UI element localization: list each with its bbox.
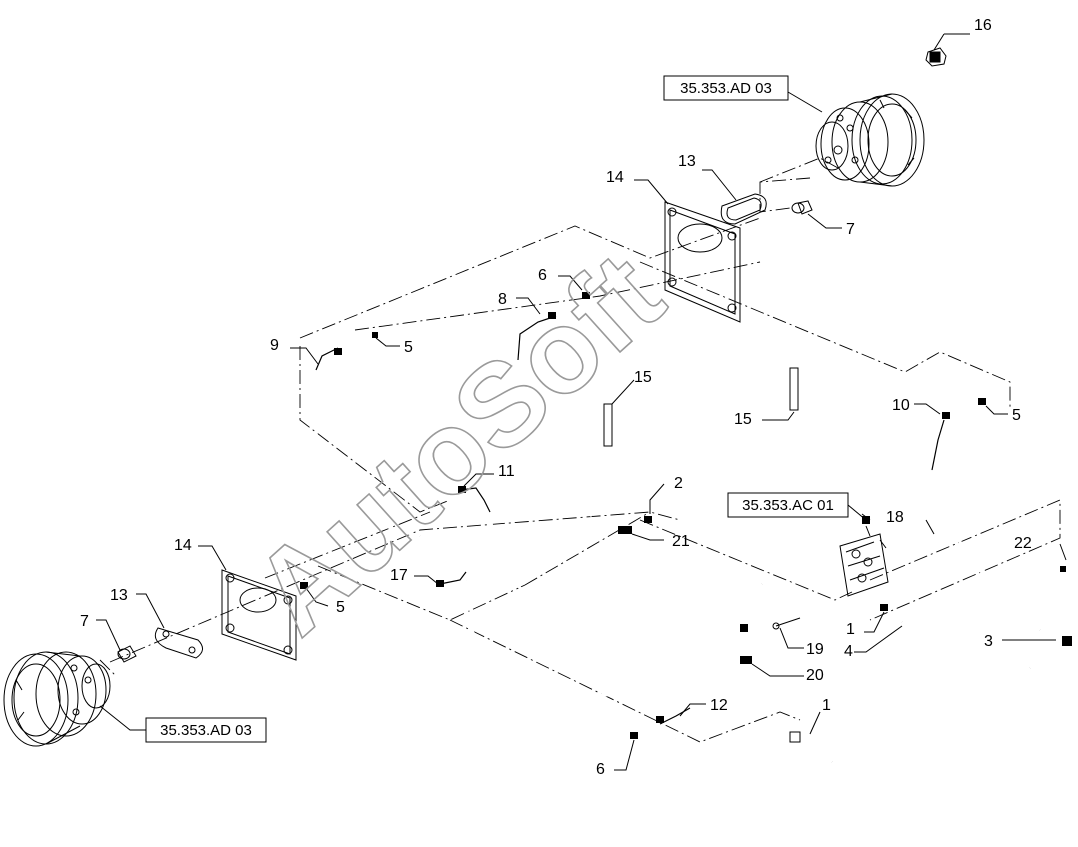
ref-label: 35.353.AC 01 (742, 497, 834, 514)
callout-6: 6 (596, 761, 605, 778)
flange-plate-part-14-top[interactable] (664, 201, 741, 323)
callout-12: 12 (710, 697, 728, 714)
hydraulic-motor-bottom[interactable] (3, 651, 111, 747)
bolt-part-19[interactable] (772, 617, 801, 630)
gasket-part-13-top[interactable] (720, 193, 767, 225)
callout-7: 7 (80, 613, 89, 630)
leader-lines (96, 33, 1067, 771)
callout-16: 16 (974, 17, 992, 34)
callout-5: 5 (1012, 407, 1021, 424)
callout-1: 1 (822, 697, 831, 714)
callout-1: 1 (846, 621, 855, 638)
ref-label: 35.353.AD 03 (160, 722, 252, 739)
ref-label: 35.353.AD 03 (680, 80, 772, 97)
callout-14: 14 (606, 169, 624, 186)
callout-5: 5 (336, 599, 345, 616)
callout-21: 21 (672, 533, 690, 550)
callout-2: 2 (674, 475, 683, 492)
callout-7: 7 (846, 221, 855, 238)
callout-numbers: 16 13 14 7 6 8 9 5 15 15 10 5 11 2 21 18… (80, 17, 1032, 778)
callout-17: 17 (390, 567, 408, 584)
cap-part-16[interactable] (925, 47, 947, 67)
hydraulic-hoses (314, 315, 1041, 828)
callout-15: 15 (634, 369, 652, 386)
callout-15: 15 (734, 411, 752, 428)
callout-13: 13 (678, 153, 696, 170)
fitting-part-7-bottom[interactable] (117, 645, 137, 663)
callout-22: 22 (1014, 535, 1032, 552)
callout-11: 11 (498, 463, 515, 480)
callout-13: 13 (110, 587, 128, 604)
gasket-part-13-bottom[interactable] (154, 627, 203, 659)
valve-block[interactable] (839, 525, 889, 597)
callout-20: 20 (806, 667, 824, 684)
small-fittings (300, 292, 1072, 743)
callout-8: 8 (498, 291, 507, 308)
hydraulic-motor-top[interactable] (815, 93, 925, 187)
ref-box-bottom-left[interactable]: 35.353.AD 03 (145, 717, 267, 743)
ref-box-middle[interactable]: 35.353.AC 01 (727, 492, 867, 521)
assembly-centerlines (99, 157, 1061, 743)
watermark-text: AutoSoft (229, 228, 687, 659)
callout-14: 14 (174, 537, 192, 554)
callout-5: 5 (404, 339, 413, 356)
callout-18: 18 (886, 509, 904, 526)
callout-10: 10 (892, 397, 910, 414)
flange-plate-part-14-bottom[interactable] (221, 569, 297, 661)
callout-3: 3 (984, 633, 993, 650)
callout-4: 4 (844, 643, 853, 660)
pins-part-15[interactable] (603, 367, 799, 447)
callout-6: 6 (538, 267, 547, 284)
callout-19: 19 (806, 641, 824, 658)
fitting-part-7-top[interactable] (791, 200, 813, 215)
ref-box-top-right[interactable]: 35.353.AD 03 (663, 75, 789, 101)
callout-9: 9 (270, 337, 279, 354)
